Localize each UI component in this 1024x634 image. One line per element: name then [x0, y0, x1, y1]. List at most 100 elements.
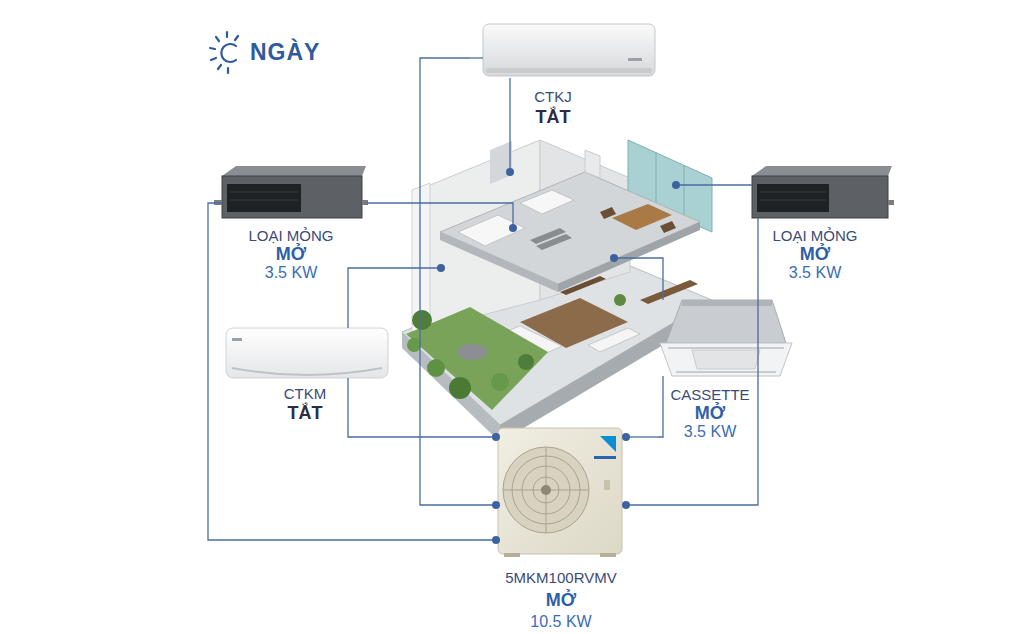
- refrigerant-pipe: [626, 285, 758, 505]
- wall-unit: [226, 328, 388, 378]
- sun-ray: [235, 36, 238, 40]
- connector-dot: [492, 433, 500, 441]
- pipe-line: [470, 57, 483, 58]
- leader-dot: [672, 181, 680, 189]
- ducted-grille: [760, 200, 826, 201]
- bracket: [214, 200, 222, 205]
- leader-line: [614, 258, 663, 300]
- chair: [600, 207, 616, 219]
- unit-box: CTKMTẮT: [222, 322, 388, 424]
- wall-unit: [232, 368, 382, 375]
- ducted-unit: [222, 176, 362, 218]
- outdoor-unit: [498, 428, 622, 554]
- sun-ray: [210, 48, 215, 49]
- ducted-unit: [222, 166, 366, 176]
- leader-line: [366, 203, 513, 228]
- unit-power: 10.5 KW: [530, 611, 591, 633]
- tree: [427, 359, 445, 377]
- unit-name: LOẠI MỎNG: [248, 227, 333, 245]
- leader-line: [509, 78, 510, 172]
- unit-box: LOẠI MỎNGMỞ3.5 KW: [745, 165, 885, 285]
- outdoor-unit: [498, 428, 622, 557]
- unit-state: TẮT: [288, 403, 323, 423]
- tree: [412, 310, 432, 330]
- connector-dot: [622, 433, 630, 441]
- leader-line: [348, 268, 441, 328]
- sun-ray: [226, 32, 228, 37]
- chair: [660, 221, 676, 233]
- unit-state: MỞ: [546, 589, 576, 611]
- plant: [614, 294, 626, 306]
- glass-wall: [684, 165, 685, 220]
- cassette-slot: [676, 372, 776, 373]
- house-illustration: [402, 140, 712, 442]
- pipe-line: [658, 376, 663, 437]
- ducted-unit: [752, 166, 894, 218]
- unit-box: CASSETTEMỞ3.5 KW: [658, 292, 762, 442]
- unit-state: TẮT: [536, 106, 571, 128]
- ducted-grille: [230, 192, 298, 193]
- leader-dot: [506, 168, 514, 176]
- refrigerant-pipe: [626, 436, 658, 437]
- pipe-line: [757, 218, 758, 285]
- unit-name: LOẠI MỎNG: [772, 227, 857, 245]
- tree: [491, 373, 509, 391]
- cassette-unit: [660, 300, 792, 376]
- unit-logo: [232, 338, 242, 341]
- leader-dot: [610, 254, 618, 262]
- unit-foot: [504, 553, 520, 557]
- sun-icon: [210, 32, 238, 73]
- unit-power: 3.5 KW: [684, 422, 736, 442]
- refrigerant-pipe: [348, 424, 496, 437]
- ducted-grille: [760, 192, 826, 193]
- diagram-title: NGÀY: [250, 38, 320, 66]
- partition: [585, 150, 600, 178]
- stairs: [536, 234, 572, 250]
- unit-state: MỞ: [800, 245, 830, 263]
- pond: [457, 344, 487, 360]
- pipe-line: [347, 378, 348, 424]
- tree: [449, 377, 471, 399]
- connector-dot: [622, 501, 630, 509]
- unit-power: 3.5 KW: [265, 263, 317, 283]
- sun-icon: [221, 44, 236, 62]
- bed: [458, 215, 525, 246]
- wall-unit: [483, 24, 655, 76]
- unit-box: CTKJTẮT: [470, 20, 636, 130]
- unit-state: MỞ: [276, 245, 306, 263]
- unit-state: MỞ: [695, 404, 725, 422]
- wall-unit: [226, 328, 388, 378]
- unit-name: 5MKM100RVMV: [505, 567, 616, 589]
- upper-floor: [558, 222, 700, 292]
- upper-floor: [440, 172, 700, 284]
- unit-box: LOẠI MỎNGMỞ3.5 KW: [215, 165, 367, 285]
- unit-power: 3.5 KW: [789, 263, 841, 283]
- house-wall: [490, 141, 512, 184]
- ducted-unit: [752, 176, 888, 218]
- sun-ray: [218, 65, 221, 69]
- unit-foot: [600, 553, 616, 557]
- sofa: [588, 328, 640, 352]
- bracket: [888, 200, 894, 205]
- ducted-unit: [214, 166, 368, 218]
- sun-ray: [227, 68, 229, 73]
- leader-dot: [509, 224, 517, 232]
- refrigerant-pipe: [208, 203, 496, 540]
- fan-hub: [541, 485, 551, 495]
- unit-name: CASSETTE: [670, 386, 749, 404]
- leader-dot: [437, 264, 445, 272]
- sun-ray: [216, 37, 219, 41]
- leader-line: [676, 184, 752, 185]
- unit-name: CTKJ: [534, 88, 572, 106]
- tree: [407, 338, 421, 352]
- cassette-unit: [682, 300, 772, 306]
- cassette-unit: [666, 300, 786, 343]
- unit-box: 5MKM100RVMVMỞ10.5 KW: [496, 425, 626, 633]
- wall-unit: [486, 68, 652, 73]
- tree: [518, 354, 534, 370]
- cassette-slot: [668, 348, 784, 349]
- cassette-panel: [692, 350, 760, 369]
